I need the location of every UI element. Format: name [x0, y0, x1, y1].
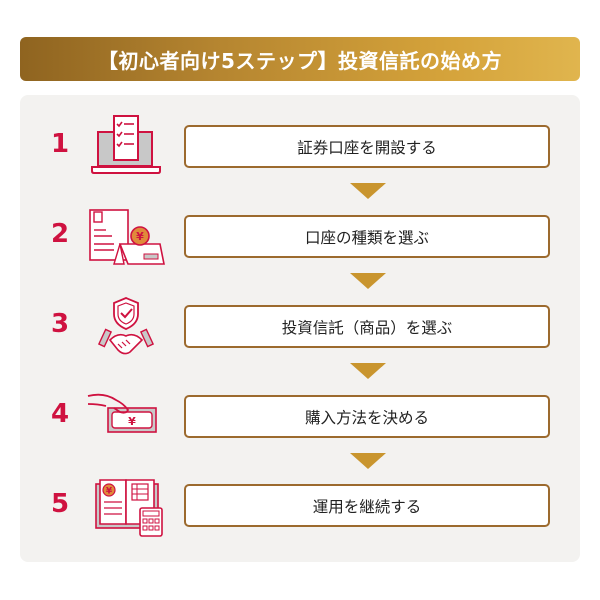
step-box-5: 運用を継続する: [184, 484, 550, 527]
step-box-2: 口座の種類を選ぶ: [184, 215, 550, 258]
shield-handshake-icon: [97, 297, 155, 355]
step-number-3: 3: [50, 309, 70, 339]
page-title: 【初心者向け5ステップ】投資信託の始め方: [98, 48, 502, 73]
book-calculator-icon: ¥: [95, 479, 163, 537]
step-box-4: 購入方法を決める: [184, 395, 550, 438]
step-label-3: 投資信託（商品）を選ぶ: [281, 318, 453, 337]
title-banner: 【初心者向け5ステップ】投資信託の始め方: [20, 37, 580, 81]
svg-text:¥: ¥: [106, 487, 113, 497]
svg-text:¥: ¥: [136, 230, 144, 243]
step-number-4: 4: [50, 399, 70, 429]
laptop-checklist-icon: [91, 115, 161, 174]
step-label-1: 証券口座を開設する: [297, 138, 437, 157]
step-label-5: 運用を継続する: [312, 497, 422, 516]
documents-yen-icon: ¥: [89, 209, 165, 265]
svg-text:¥: ¥: [128, 415, 136, 428]
step-number-2: 2: [50, 219, 70, 249]
arrow-down-icon: [350, 183, 386, 199]
step-box-3: 投資信託（商品）を選ぶ: [184, 305, 550, 348]
step-box-1: 証券口座を開設する: [184, 125, 550, 168]
step-number-5: 5: [50, 489, 70, 519]
arrow-down-icon: [350, 273, 386, 289]
step-label-4: 購入方法を決める: [304, 408, 429, 427]
step-number-1: 1: [50, 129, 70, 159]
step-label-2: 口座の種類を選ぶ: [304, 228, 429, 247]
arrow-down-icon: [350, 363, 386, 379]
hand-banknote-icon: ¥: [87, 393, 157, 433]
arrow-down-icon: [350, 453, 386, 469]
